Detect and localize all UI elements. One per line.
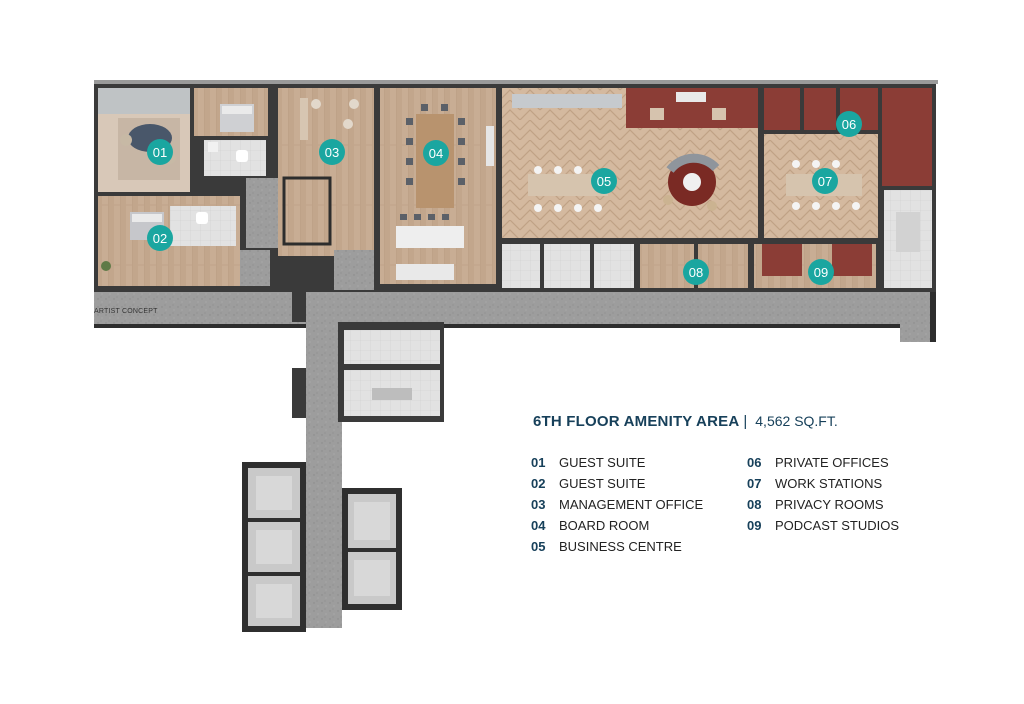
marker-label-03: 03: [325, 145, 339, 160]
legend-number: 09: [747, 518, 762, 533]
legend-label: GUEST SUITE: [559, 476, 646, 491]
marker-02: 02: [147, 225, 173, 251]
legend-title: 6TH FLOOR AMENITY AREA: [533, 413, 740, 430]
legend-right: 06 PRIVATE OFFICES 07 WORK STATIONS 08 PRIV…: [747, 452, 899, 536]
room-management-office-03: [246, 88, 374, 290]
legend-item: 08 PRIVACY ROOMS: [747, 494, 899, 515]
corridor: [292, 292, 444, 628]
marker-07: 07: [812, 168, 838, 194]
legend-label: MANAGEMENT OFFICE: [559, 497, 704, 512]
legend-item: 03 MANAGEMENT OFFICE: [531, 494, 703, 515]
marker-label-08: 08: [689, 265, 703, 280]
legend-number: 07: [747, 476, 762, 491]
room-board-room-04: [380, 88, 496, 284]
legend-number: 01: [531, 455, 546, 470]
area-value: 4,562 SQ.FT.: [755, 413, 838, 429]
legend-title-row: 6TH FLOOR AMENITY AREA | 4,562 SQ.FT.: [533, 413, 838, 430]
legend-label: PRIVATE OFFICES: [775, 455, 889, 470]
marker-label-02: 02: [153, 231, 167, 246]
room-private-offices-06: [764, 88, 932, 186]
legend-number: 08: [747, 497, 762, 512]
legend-number: 05: [531, 539, 546, 554]
marker-03: 03: [319, 139, 345, 165]
marker-08: 08: [683, 259, 709, 285]
legend-number: 03: [531, 497, 546, 512]
window-wall: [94, 80, 938, 84]
marker-04: 04: [423, 140, 449, 166]
elevator-bank-east: [342, 488, 402, 610]
legend-label: BOARD ROOM: [559, 518, 650, 533]
marker-label-07: 07: [818, 174, 832, 189]
legend-number: 02: [531, 476, 546, 491]
legend-number: 06: [747, 455, 762, 470]
marker-label-06: 06: [842, 117, 856, 132]
legend-label: GUEST SUITE: [559, 455, 646, 470]
legend-item: 01 GUEST SUITE: [531, 452, 703, 473]
stairwell-east: [884, 190, 932, 288]
marker-label-05: 05: [597, 174, 611, 189]
marker-05: 05: [591, 168, 617, 194]
artist-concept-caption: ARTIST CONCEPT: [94, 308, 158, 315]
marker-09: 09: [808, 259, 834, 285]
legend-label: WORK STATIONS: [775, 476, 883, 491]
room-guest-suite-01: [98, 88, 268, 192]
legend-item: 09 PODCAST STUDIOS: [747, 515, 899, 536]
washrooms: [502, 244, 634, 288]
room-business-centre-05: [502, 88, 758, 238]
legend-item: 07 WORK STATIONS: [747, 473, 899, 494]
legend-label: PODCAST STUDIOS: [775, 518, 900, 533]
legend-item: 05 BUSINESS CENTRE: [531, 536, 703, 557]
legend-item: 02 GUEST SUITE: [531, 473, 703, 494]
marker-label-04: 04: [429, 146, 443, 161]
marker-label-01: 01: [153, 145, 167, 160]
legend-number: 04: [531, 518, 546, 533]
title-separator: |: [743, 413, 748, 430]
legend-item: 06 PRIVATE OFFICES: [747, 452, 899, 473]
legend-item: 04 BOARD ROOM: [531, 515, 703, 536]
marker-label-09: 09: [814, 265, 828, 280]
elevator-bank-west: [242, 462, 306, 632]
legend-label: PRIVACY ROOMS: [775, 497, 884, 512]
legend-label: BUSINESS CENTRE: [559, 539, 682, 554]
marker-06: 06: [836, 111, 862, 137]
marker-01: 01: [147, 139, 173, 165]
